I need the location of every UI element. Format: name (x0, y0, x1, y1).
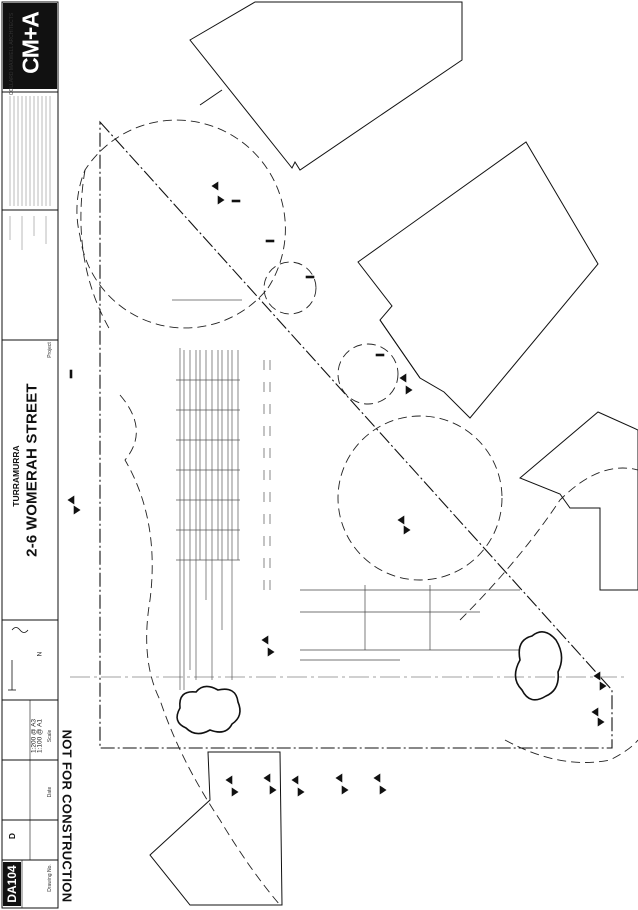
notes-lines (9, 96, 51, 250)
not-for-construction: NOT FOR CONSTRUCTION (59, 729, 75, 903)
adjacent-buildings (149, 1, 638, 906)
scale-bar (8, 627, 29, 691)
drawing-number: DA104 (5, 865, 19, 903)
revision: D (7, 832, 17, 840)
scale-value: 1:100 @ A1 (36, 718, 44, 754)
section-markers (67, 181, 607, 797)
drawing-no-label: Drawing No. (47, 864, 53, 892)
firm-logo: CM+A (3, 3, 57, 89)
paving-hatch (172, 299, 271, 690)
drawing-number-box: DA104 (3, 862, 21, 906)
project-suburb: TURRAMURRA (11, 445, 21, 507)
shrubs (176, 631, 563, 735)
scale-label: Scale (47, 729, 53, 743)
logo-mark: CM+A (17, 12, 44, 74)
tree-canopies (76, 119, 638, 906)
title-block-frame (1, 1, 59, 909)
firm-name: COLLARD MAXWELL ARCHITECTS (9, 12, 15, 96)
scale-value-2: 1:200 @ A3 (30, 718, 38, 754)
building-slab (300, 585, 520, 661)
north-label: N (36, 651, 44, 657)
project-label: Project (47, 342, 53, 358)
site-boundary (99, 120, 613, 749)
project-title: 2-6 WOMERAH STREET (23, 383, 41, 557)
date-label: Date (47, 786, 53, 798)
